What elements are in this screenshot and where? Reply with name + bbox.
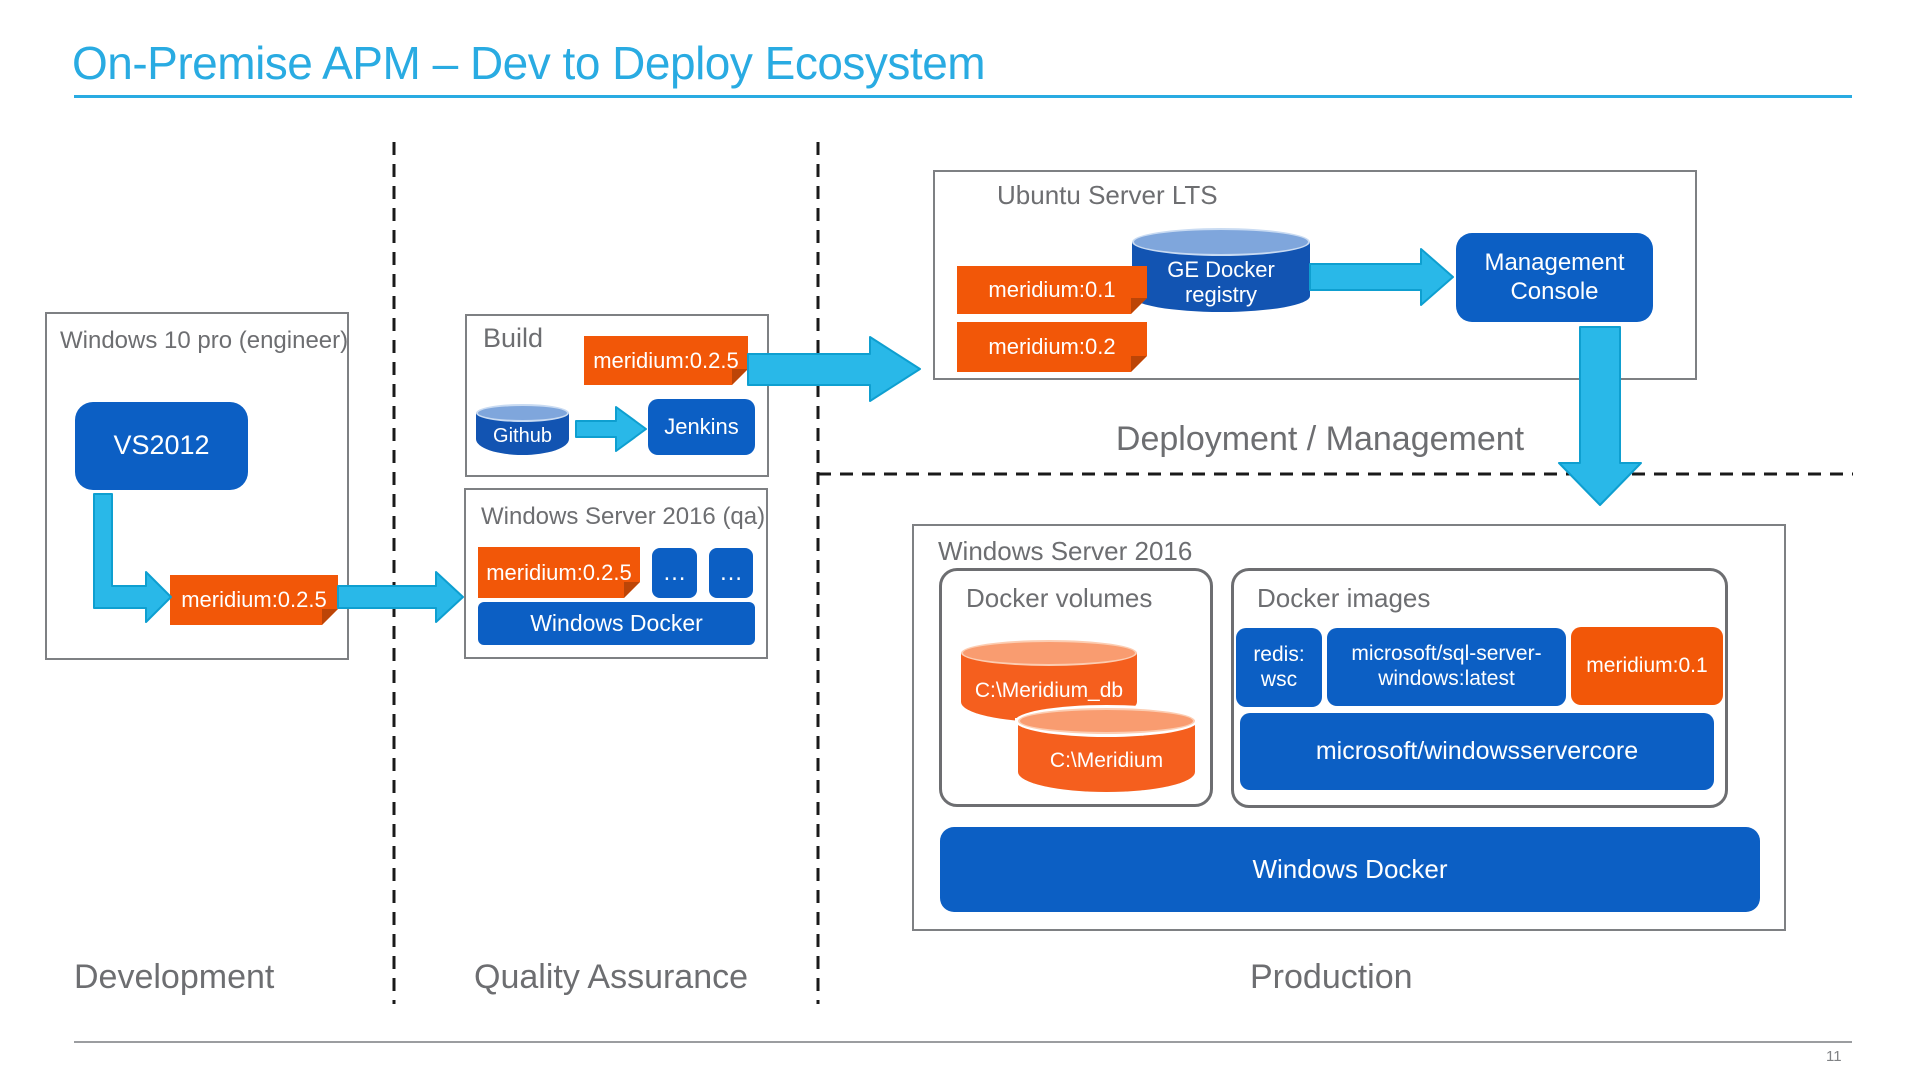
ge-registry-label: GE Docker registry <box>1132 252 1310 312</box>
title-underline <box>74 95 1852 98</box>
footer-divider <box>74 1041 1852 1043</box>
windowsservercore-image-box: microsoft/windowsservercore <box>1240 713 1714 790</box>
ge-registry-label-line2: registry <box>1184 282 1258 307</box>
qa-dots-box-1: … <box>652 548 697 598</box>
meridium-cylinder-top <box>1018 708 1195 734</box>
arrow-build-to-ubuntu <box>747 336 921 402</box>
github-cylinder-top <box>476 404 569 422</box>
ubuntu-box-title: Ubuntu Server LTS <box>997 180 1218 210</box>
redis-image-line1: redis: <box>1253 642 1305 666</box>
sqlserver-image-line1: microsoft/sql-server- <box>1351 642 1542 666</box>
management-console-line2: Console <box>1510 277 1599 305</box>
meridium02-tag-ubuntu: meridium:0.2 <box>957 322 1147 372</box>
management-console-line1: Management <box>1484 249 1625 277</box>
github-label: Github <box>493 425 552 447</box>
meridium01-image-box: meridium:0.1 <box>1571 627 1723 705</box>
qa-server-box-title: Windows Server 2016 (qa) <box>481 503 766 530</box>
docker-images-title: Docker images <box>1257 583 1431 613</box>
section-label-production: Production <box>1250 958 1413 996</box>
prod-windows-docker-bar: Windows Docker <box>940 827 1760 912</box>
sqlserver-image-box: microsoft/sql-server- windows:latest <box>1327 628 1566 706</box>
meridium-db-cylinder-top <box>961 640 1137 666</box>
arrow-dev-to-qa-server <box>337 571 464 623</box>
github-cylinder: Github <box>476 404 569 455</box>
qa-dots-box-2: … <box>709 548 753 598</box>
section-label-development: Development <box>74 958 275 996</box>
deployment-management-label: Deployment / Management <box>1115 420 1525 458</box>
ge-registry-cylinder-top <box>1132 228 1310 256</box>
build-box-title: Build <box>483 323 544 353</box>
ge-registry-label-line1: GE Docker <box>1167 256 1275 282</box>
page-title: On-Premise APM – Dev to Deploy Ecosystem <box>72 37 986 89</box>
ge-docker-registry-cylinder: GE Docker registry <box>1132 228 1310 312</box>
qa-windows-docker-bar: Windows Docker <box>478 602 755 645</box>
sqlserver-image-line2: windows:latest <box>1378 667 1515 690</box>
docker-volumes-title: Docker volumes <box>966 583 1153 613</box>
section-label-quality-assurance: Quality Assurance <box>474 958 749 996</box>
meridium-volume-label: C:\Meridium <box>1049 748 1164 772</box>
windows10-box-title: Windows 10 pro (engineer) <box>60 327 349 354</box>
meridium-tag-build: meridium:0.2.5 <box>584 336 748 385</box>
vs2012-box: VS2012 <box>75 402 248 490</box>
meridium01-tag-ubuntu: meridium:0.1 <box>957 266 1147 314</box>
jenkins-box: Jenkins <box>648 399 755 455</box>
meridium-tag-dev: meridium:0.2.5 <box>170 575 338 625</box>
meridium-tag-qa: meridium:0.2.5 <box>478 547 640 598</box>
meridium-db-volume-label: C:\Meridium_db <box>974 678 1124 702</box>
prod-server-box-title: Windows Server 2016 <box>938 536 1193 566</box>
redis-image-box: redis: wsc <box>1236 628 1322 707</box>
meridium-volume-cylinder: C:\Meridium <box>1018 708 1195 792</box>
management-console-box: Management Console <box>1456 233 1653 322</box>
page-number: 11 <box>1826 1048 1842 1065</box>
redis-image-line2: wsc <box>1260 667 1298 691</box>
